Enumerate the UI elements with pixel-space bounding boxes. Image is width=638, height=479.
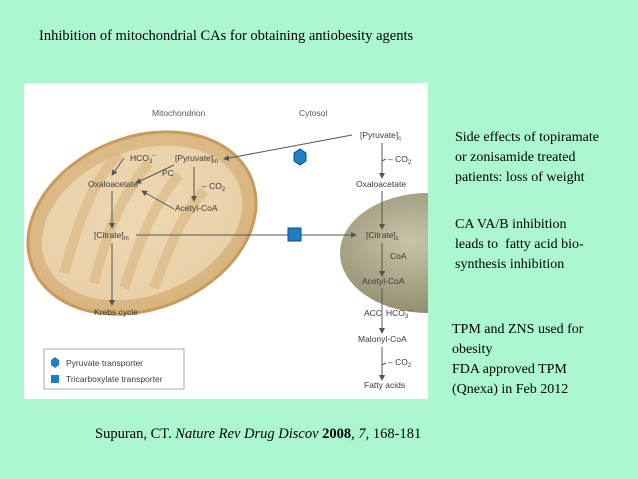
label-oxaloacetate-m: Oxaloacetate — [88, 179, 138, 189]
label-citrate-c: [Citrate]c — [366, 230, 399, 242]
label-co2-c: – CO2 — [388, 154, 412, 166]
note1-line2: or zonisamide treated — [455, 150, 576, 165]
note2-line1: CA VA/B inhibition — [455, 217, 567, 232]
label-malonyl-coa: Malonyl-CoA — [358, 334, 407, 344]
label-co2-c2: – CO2 — [388, 357, 412, 369]
note2-line2: leads to fatty acid bio- — [455, 237, 584, 252]
citation-volume: 7 — [358, 426, 366, 442]
mitochondrion-shape — [26, 130, 258, 316]
label-acetyl-coa-m: Acetyl-CoA — [175, 203, 218, 213]
inhibition-note: CA VA/B inhibition leads to fatty acid b… — [455, 215, 635, 275]
pyruvate-transporter-icon — [293, 148, 307, 166]
header-mitochondrion: Mitochondrion — [152, 108, 206, 118]
note1-line1: Side effects of topiramate — [455, 130, 599, 145]
citation-sep: , — [351, 426, 359, 442]
label-fatty-acids: Fatty acids — [364, 380, 405, 390]
legend-item-pyruvate: Pyruvate transporter — [66, 358, 143, 368]
citation-journal: Nature Rev Drug Discov — [175, 426, 319, 442]
label-acetyl-coa-c: Acetyl-CoA — [362, 276, 405, 286]
label-co2-m: – CO2 — [202, 181, 226, 193]
note2-line3: synthesis inhibition — [455, 257, 565, 272]
legend-hexagon-icon — [51, 357, 59, 368]
pathway-diagram: Mitochondrion Cytosol HCO3– [Pyruvate]m … — [26, 108, 428, 390]
cytosol-arrows — [379, 143, 387, 381]
label-krebs-cycle: Krebs cycle — [94, 307, 138, 317]
note1-line3: patients: loss of weight — [455, 170, 585, 185]
citation-year: 2008 — [322, 426, 352, 442]
note3-line2: obesity — [452, 342, 493, 357]
label-acc: ACC — [364, 308, 382, 318]
legend: Pyruvate transporter Tricarboxylate tran… — [43, 348, 185, 390]
citation: Supuran, CT. Nature Rev Drug Discov 2008… — [95, 426, 421, 443]
approval-note: TPM and ZNS used for obesity FDA approve… — [452, 320, 637, 400]
citation-pages: , 168-181 — [365, 426, 422, 442]
label-pc: PC — [162, 168, 174, 178]
cell-body-shape — [340, 193, 428, 313]
mito-arrows — [109, 157, 197, 306]
header-cytosol: Cytosol — [299, 108, 327, 118]
legend-item-tricarboxylate: Tricarboxylate transporter — [66, 374, 163, 384]
label-pyruvate-c: [Pyruvate]c — [360, 130, 401, 142]
tricarboxylate-transporter-icon — [287, 227, 302, 242]
side-effects-note: Side effects of topiramate or zonisamide… — [455, 128, 638, 188]
label-oxaloacetate-c: Oxaloacetate — [356, 179, 406, 189]
label-hco3-c: HCO3– — [386, 308, 412, 320]
note3-line3: FDA approved TPM — [452, 362, 567, 377]
transport-lines — [136, 134, 357, 238]
slide-title: Inhibition of mitochondrial CAs for obta… — [39, 28, 414, 44]
note3-line4: (Qnexa) in Feb 2012 — [452, 382, 569, 397]
label-pyruvate-m: [Pyruvate]m — [175, 153, 218, 165]
label-hco3-m: HCO3– — [130, 153, 156, 165]
note3-line1: TPM and ZNS used for — [452, 322, 584, 337]
label-coa: CoA — [390, 251, 407, 261]
pathway-figure: Mitochondrion Cytosol HCO3– [Pyruvate]m … — [24, 83, 428, 399]
citation-author: Supuran, CT. — [95, 426, 176, 442]
legend-square-icon — [51, 375, 59, 383]
label-citrate-m: [Citrate]m — [94, 230, 129, 242]
